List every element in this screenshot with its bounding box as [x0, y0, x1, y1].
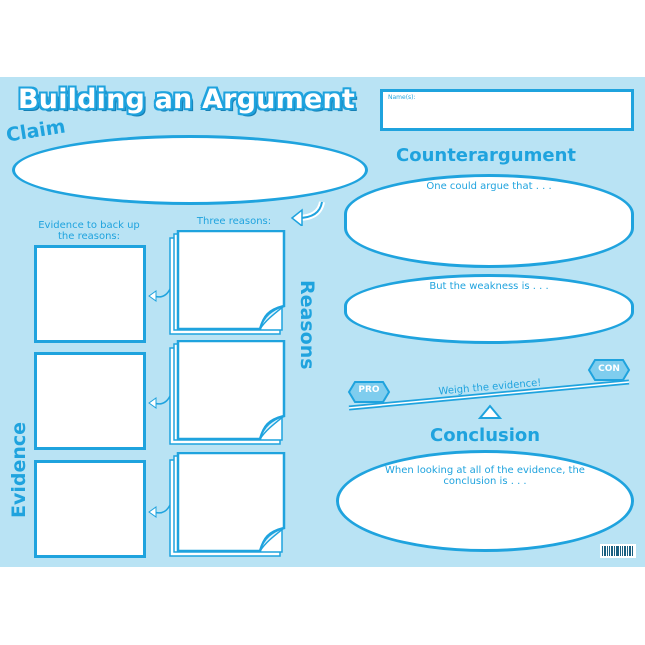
- names-label: Name(s):: [388, 94, 416, 101]
- reason-note-3[interactable]: [168, 452, 288, 558]
- evidence-box-2[interactable]: [34, 352, 146, 450]
- barcode-icon: [600, 544, 636, 558]
- poster-title: Building an Argument: [18, 84, 356, 115]
- evidence-box-1[interactable]: [34, 245, 146, 343]
- reasons-prompt: Three reasons:: [196, 216, 272, 227]
- counterargument-prompt-2: But the weakness is . . .: [429, 281, 549, 292]
- evidence-box-3[interactable]: [34, 460, 146, 558]
- reasons-heading: Reasons: [296, 280, 318, 370]
- names-field[interactable]: Name(s):: [380, 89, 634, 131]
- reason-note-2[interactable]: [168, 340, 288, 446]
- arrow-icon: [148, 288, 171, 302]
- conclusion-prompt: When looking at all of the evidence, the…: [385, 465, 585, 487]
- counterargument-prompt-1: One could argue that . . .: [426, 181, 552, 192]
- counterargument-box-2[interactable]: But the weakness is . . .: [344, 274, 634, 344]
- conclusion-oval[interactable]: When looking at all of the evidence, the…: [336, 450, 634, 552]
- curved-arrow-icon: [290, 201, 325, 226]
- reason-note-1[interactable]: [168, 230, 288, 336]
- conclusion-heading: Conclusion: [430, 425, 541, 446]
- counterargument-heading: Counterargument: [396, 145, 576, 166]
- arrow-icon: [148, 395, 171, 409]
- claim-oval[interactable]: [12, 135, 368, 205]
- arrow-icon: [148, 504, 171, 518]
- evidence-heading: Evidence: [8, 421, 30, 518]
- pro-label: PRO: [358, 385, 380, 395]
- balance-scale: [347, 359, 631, 419]
- counterargument-box-1[interactable]: One could argue that . . .: [344, 174, 634, 268]
- evidence-prompt: Evidence to back up the reasons:: [38, 220, 140, 242]
- con-label: CON: [598, 364, 620, 374]
